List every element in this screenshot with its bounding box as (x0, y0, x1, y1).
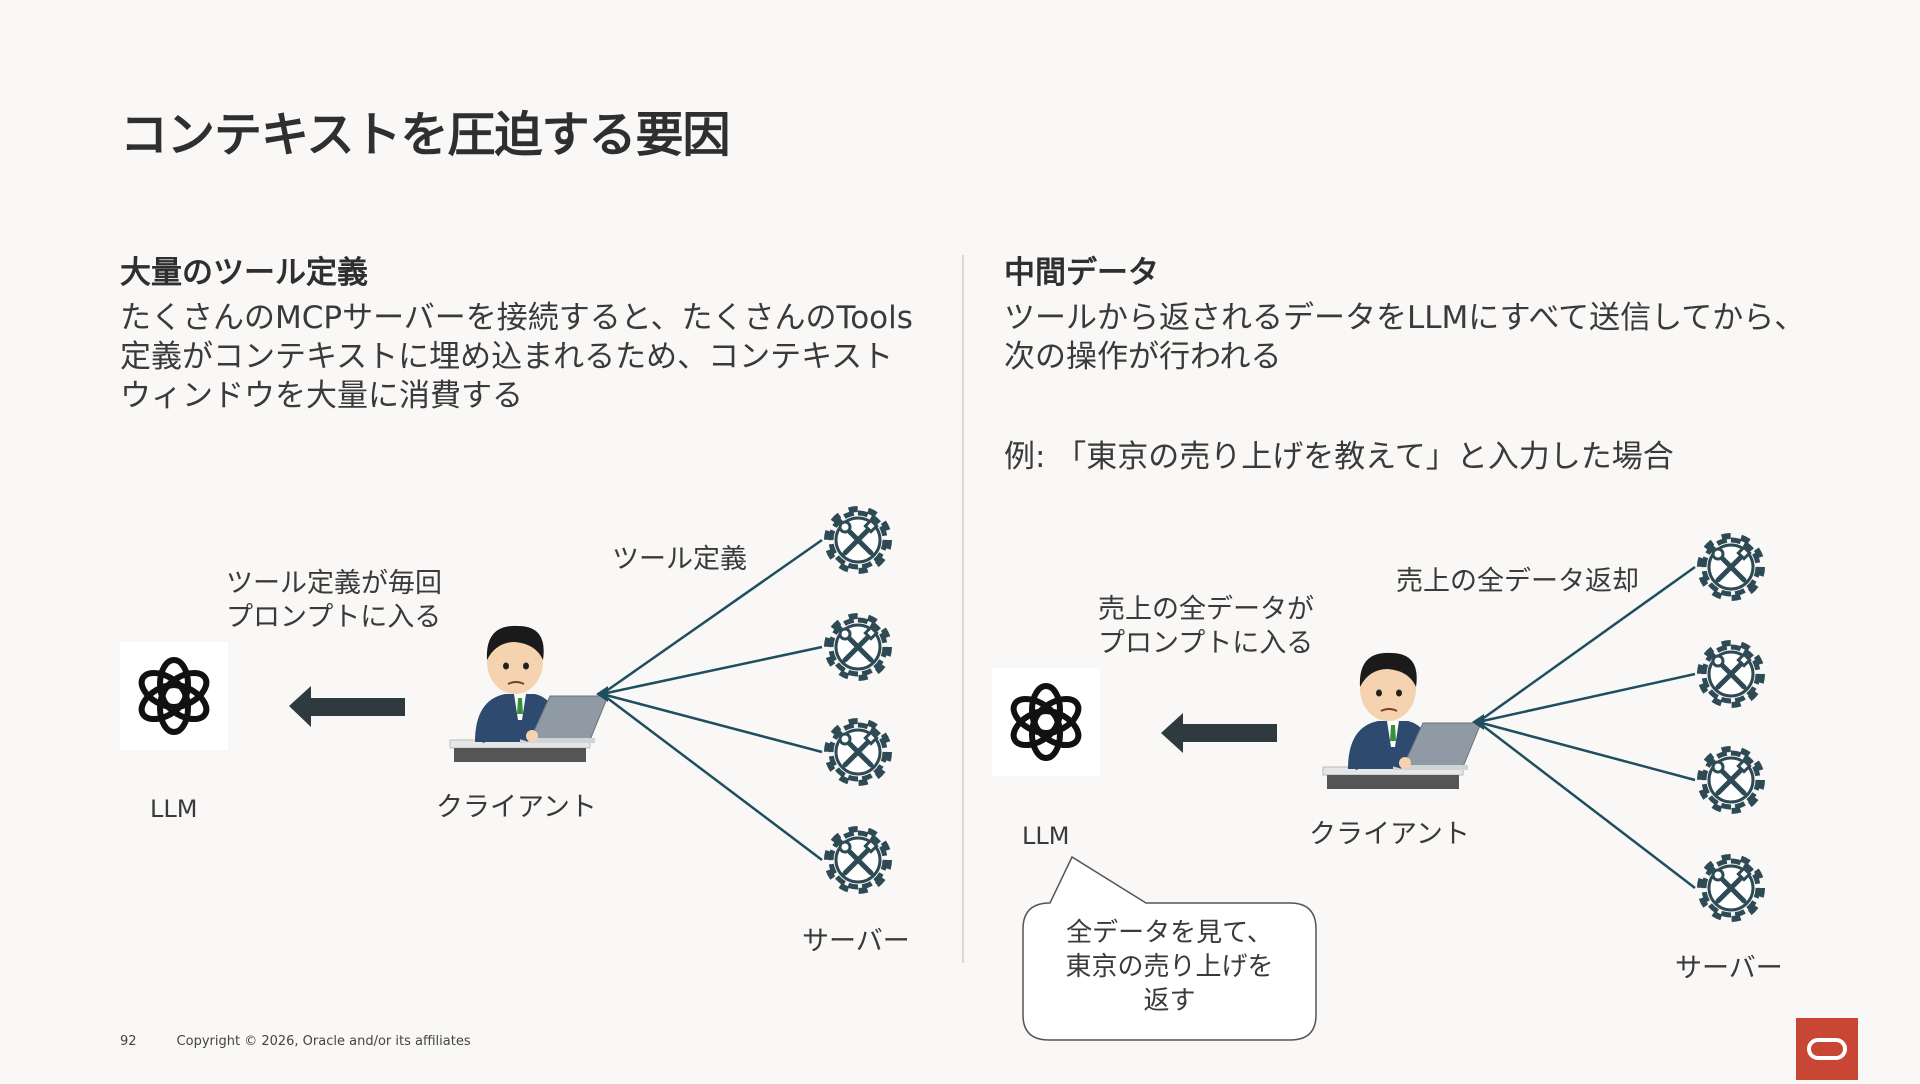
copyright: Copyright © 2026, Oracle and/or its affi… (176, 1034, 471, 1049)
right-prompt-note-line: プロンプトに入る (1098, 628, 1314, 659)
left-server-label: サーバー (802, 926, 910, 957)
right-prompt-note-line: 売上の全データが (1098, 594, 1314, 625)
person-laptop-icon (450, 626, 608, 762)
gear-tools-icon (1700, 857, 1762, 919)
gear-tools-icon (827, 721, 889, 783)
left-prompt-note: ツール定義が毎回 プロンプトに入る (226, 567, 442, 635)
gear-tools-icon (1700, 749, 1762, 811)
tool-def-label: ツール定義 (612, 544, 747, 575)
left-body: たくさんのMCPサーバーを接続すると、たくさんのTools 定義がコンテキストに… (120, 299, 950, 416)
connector-hub-icon (1472, 714, 1484, 730)
left-body-line: たくさんのMCPサーバーを接続すると、たくさんのTools (120, 300, 913, 336)
right-body-line: ツールから返されるデータをLLMにすべて送信してから、 (1004, 300, 1806, 336)
left-heading: 大量のツール定義 (120, 255, 368, 291)
connector-lines (1477, 565, 1696, 889)
gear-tools-icon (827, 829, 889, 891)
bubble-line: 返す (1143, 986, 1196, 1016)
right-heading: 中間データ (1004, 255, 1159, 291)
oracle-logo-shape (1807, 1038, 1847, 1060)
left-client-label: クライアント (436, 792, 597, 823)
page-title: コンテキストを圧迫する要因 (120, 107, 731, 163)
footer: 92 Copyright © 2026, Oracle and/or its af… (120, 1034, 471, 1049)
right-prompt-note: 売上の全データが プロンプトに入る (1098, 593, 1314, 661)
right-client-label: クライアント (1309, 819, 1470, 850)
left-prompt-note-line: プロンプトに入る (226, 602, 442, 633)
person-laptop-icon (1323, 653, 1481, 789)
right-llm-label: LLM (1022, 822, 1070, 850)
page-number: 92 (120, 1034, 137, 1049)
speech-bubble (1022, 855, 1317, 1041)
left-body-line: 定義がコンテキストに埋め込まれるため、コンテキスト (120, 339, 894, 375)
bubble-line: 東京の売り上げを (1065, 952, 1274, 982)
gear-tools-icon (1700, 536, 1762, 598)
right-body-line: 次の操作が行われる (1004, 339, 1282, 375)
left-prompt-note-line: ツール定義が毎回 (226, 568, 442, 599)
right-server-label: サーバー (1675, 953, 1783, 984)
left-llm-label: LLM (150, 795, 198, 823)
bubble-line: 全データを見て、 (1066, 918, 1273, 948)
bubble-text: 全データを見て、 東京の売り上げを 返す (1023, 916, 1316, 1018)
oracle-logo-icon (1796, 1018, 1858, 1080)
gear-tools-icon (827, 616, 889, 678)
left-diagram (120, 509, 889, 891)
column-divider (962, 255, 964, 963)
connector-hub-icon (596, 686, 608, 702)
gear-tools-icon (827, 509, 889, 571)
left-body-line: ウィンドウを大量に消費する (120, 378, 523, 414)
example-text: 例: 「東京の売り上げを教えて」と入力した場合 (1004, 439, 1674, 475)
right-diagram (992, 536, 1762, 1041)
connector-lines (601, 538, 823, 861)
left-arrow-icon (289, 686, 405, 727)
right-body: ツールから返されるデータをLLMにすべて送信してから、 次の操作が行われる (1004, 299, 1834, 377)
gear-tools-icon (1700, 643, 1762, 705)
left-arrow-icon (1161, 713, 1277, 753)
return-label: 売上の全データ返却 (1396, 566, 1639, 597)
